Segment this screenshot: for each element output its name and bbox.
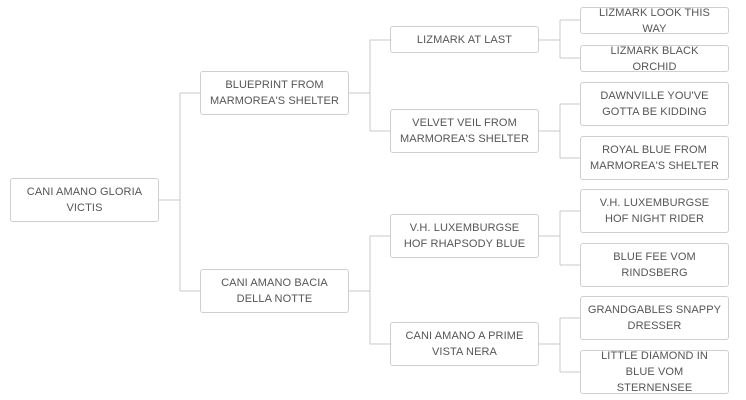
node-name: BLUEPRINT FROM MARMOREA'S SHELTER (210, 79, 339, 107)
pedigree-node-sire-dam[interactable]: VELVET VEIL FROM MARMOREA'S SHELTER (390, 109, 539, 153)
pedigree-node-dam-sire-sire[interactable]: V.H. LUXEMBURGSE HOF NIGHT RIDER (580, 189, 729, 233)
node-name: LITTLE DIAMOND IN BLUE VOM STERNENSEE (601, 350, 708, 394)
pedigree-node-dam-sire[interactable]: V.H. LUXEMBURGSE HOF RHAPSODY BLUE (390, 214, 539, 258)
node-name: CANI AMANO BACIA DELLA NOTTE (221, 277, 328, 305)
node-name: LIZMARK LOOK THIS WAY (599, 6, 710, 35)
pedigree-node-dam-sire-dam[interactable]: BLUE FEE VOM RINDSBERG (580, 243, 729, 287)
pedigree-node-sire-sire-sire[interactable]: LIZMARK LOOK THIS WAY (580, 6, 729, 35)
node-name: LIZMARK AT LAST (416, 33, 513, 46)
node-name: DAWNVILLE YOU'VE GOTTA BE KIDDING (600, 90, 709, 118)
pedigree-node-sire-sire-dam[interactable]: LIZMARK BLACK ORCHID (580, 44, 729, 73)
node-name: CANI AMANO GLORIA VICTIS (26, 186, 143, 214)
node-name: LIZMARK BLACK ORCHID (610, 44, 699, 73)
pedigree-node-sire-dam-dam[interactable]: ROYAL BLUE FROM MARMOREA'S SHELTER (580, 136, 729, 180)
node-name: VELVET VEIL FROM MARMOREA'S SHELTER (400, 117, 529, 145)
pedigree-node-sire-dam-sire[interactable]: DAWNVILLE YOU'VE GOTTA BE KIDDING (580, 82, 729, 126)
pedigree-node-subject[interactable]: CANI AMANO GLORIA VICTIS (10, 178, 159, 222)
node-name: ROYAL BLUE FROM MARMOREA'S SHELTER (590, 144, 719, 172)
pedigree-node-sire[interactable]: BLUEPRINT FROM MARMOREA'S SHELTER (200, 71, 349, 115)
pedigree-node-dam[interactable]: CANI AMANO BACIA DELLA NOTTE (200, 269, 349, 313)
node-name: V.H. LUXEMBURGSE HOF RHAPSODY BLUE (403, 222, 526, 250)
node-name: BLUE FEE VOM RINDSBERG (613, 251, 696, 279)
pedigree-node-sire-sire[interactable]: LIZMARK AT LAST (390, 26, 539, 53)
node-name: CANI AMANO A PRIME VISTA NERA (405, 330, 524, 358)
pedigree-node-dam-dam-dam[interactable]: LITTLE DIAMOND IN BLUE VOM STERNENSEE (580, 350, 729, 394)
node-name: GRANDGABLES SNAPPY DRESSER (587, 304, 722, 332)
pedigree-node-dam-dam-sire[interactable]: GRANDGABLES SNAPPY DRESSER (580, 296, 729, 340)
pedigree-node-dam-dam[interactable]: CANI AMANO A PRIME VISTA NERA (390, 322, 539, 366)
node-name: V.H. LUXEMBURGSE HOF NIGHT RIDER (599, 197, 710, 225)
